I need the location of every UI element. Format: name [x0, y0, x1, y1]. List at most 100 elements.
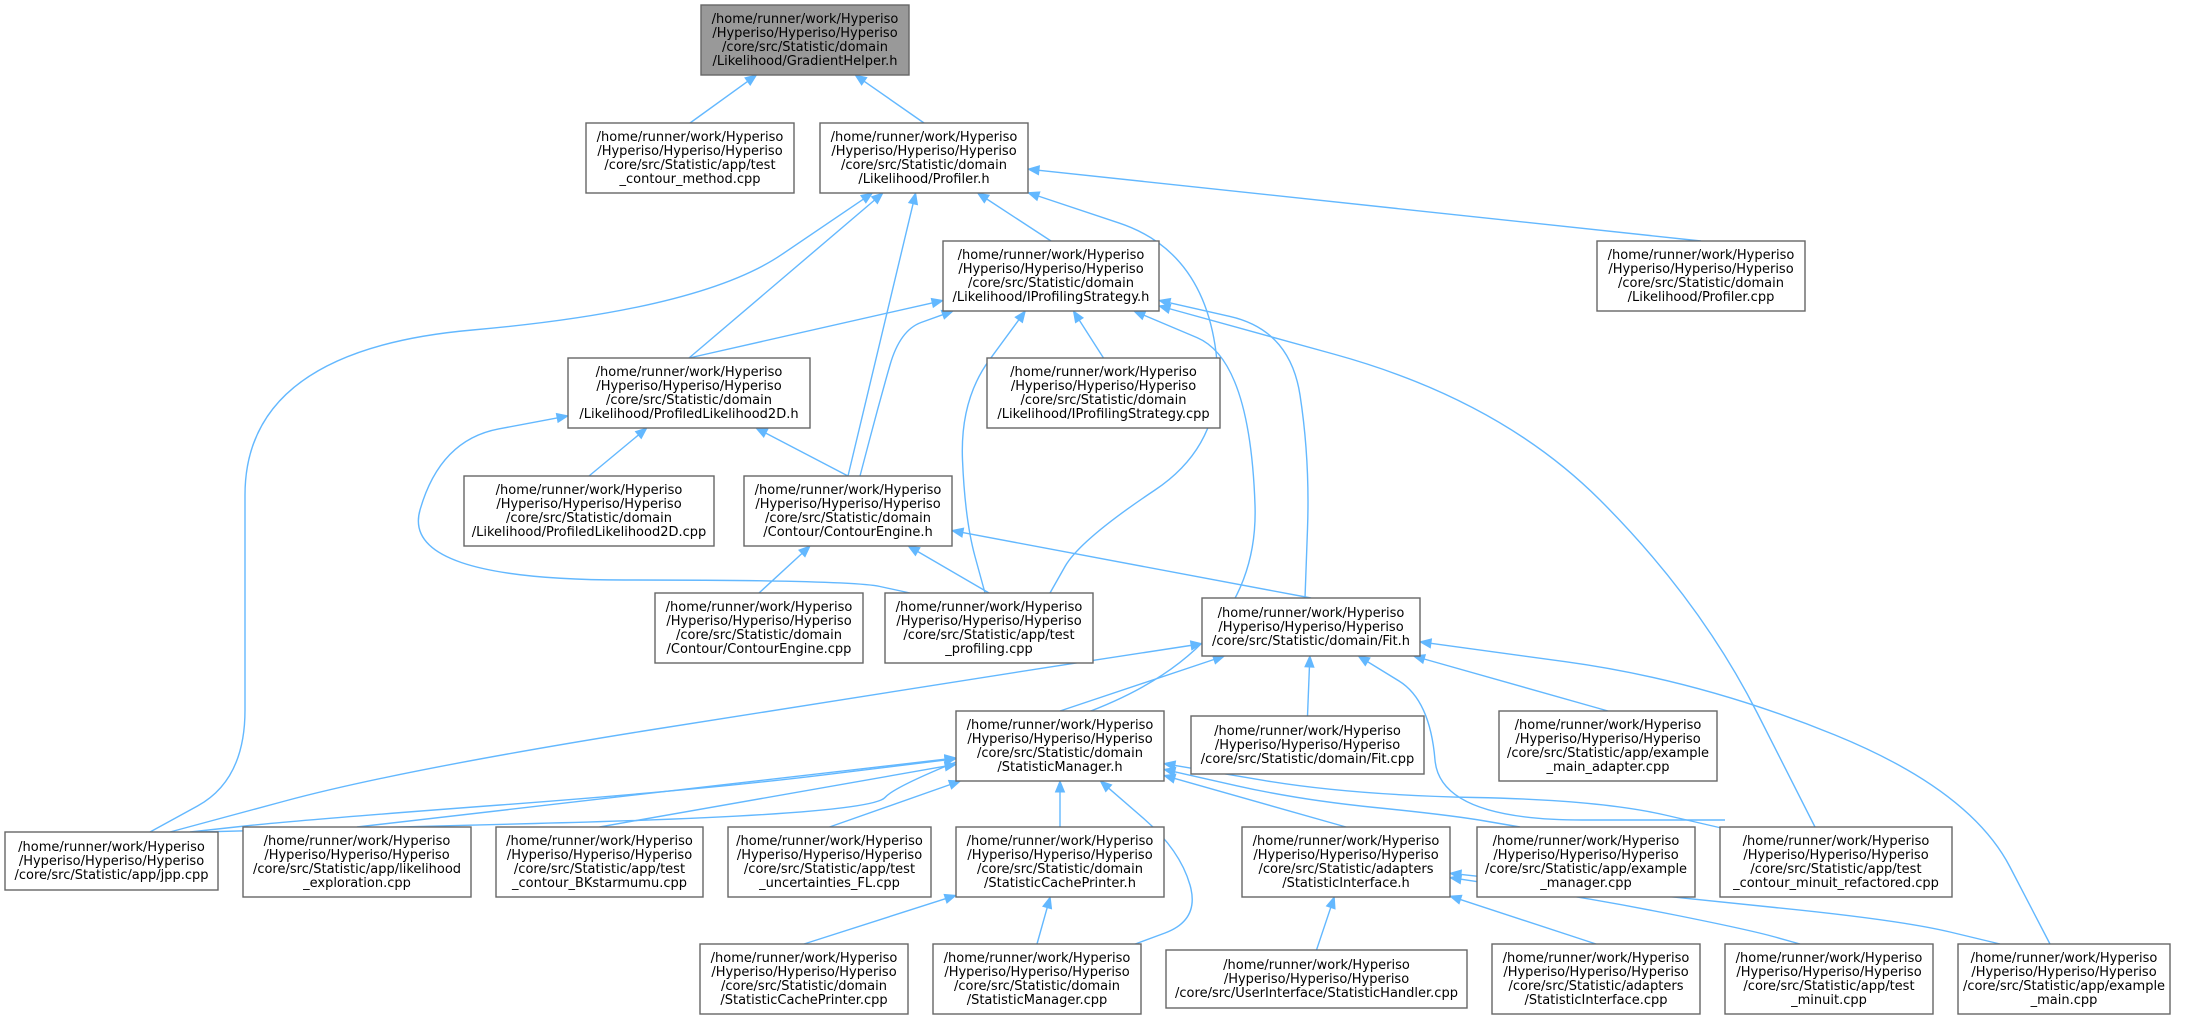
node-label-line: /home/runner/work/Hyperiso [1743, 834, 1930, 849]
node-box [242, 826, 472, 898]
file-node-profiler-h[interactable]: /home/runner/work/Hyperiso/Hyperiso/Hype… [819, 122, 1029, 194]
node-label-line: /core/src/Statistic/domain [1618, 276, 1784, 291]
file-node-test-contour-bkstarmumu-cpp[interactable]: /home/runner/work/Hyperiso/Hyperiso/Hype… [495, 826, 704, 898]
node-label-line: /core/src/Statistic/domain [722, 40, 888, 55]
file-node-statistic-handler-cpp[interactable]: /home/runner/work/Hyperiso/Hyperiso/Hype… [1165, 949, 1468, 1009]
node-label-line: /home/runner/work/Hyperiso [264, 834, 451, 849]
file-node-statistic-interface-h[interactable]: /home/runner/work/Hyperiso/Hyperiso/Hype… [1241, 826, 1451, 898]
node-box [1491, 943, 1701, 1015]
node-box [700, 4, 910, 76]
dependency-edge [765, 432, 849, 477]
file-node-fit-h[interactable]: /home/runner/work/Hyperiso/Hyperiso/Hype… [1201, 597, 1421, 657]
node-label-line: /home/runner/work/Hyperiso [1608, 248, 1795, 263]
node-label-line: /home/runner/work/Hyperiso [711, 951, 898, 966]
node-label-line: /Hyperiso/Hyperiso/Hyperiso [596, 379, 781, 394]
node-label-line: /Hyperiso/Hyperiso/Hyperiso [264, 848, 449, 863]
file-node-test-profiling-cpp[interactable]: /home/runner/work/Hyperiso/Hyperiso/Hype… [884, 592, 1094, 664]
node-box [1165, 949, 1468, 1009]
dependency-edge [1367, 661, 1725, 821]
dependency-edge [1174, 771, 1521, 828]
node-box [1957, 943, 2171, 1015]
node-box [1476, 826, 1696, 898]
file-node-iprofiling-strategy-cpp[interactable]: /home/runner/work/Hyperiso/Hyperiso/Hype… [986, 357, 1221, 429]
node-layer: /home/runner/work/Hyperiso/Hyperiso/Hype… [4, 4, 2171, 1015]
file-node-contour-engine-cpp[interactable]: /home/runner/work/Hyperiso/Hyperiso/Hype… [654, 592, 864, 664]
node-label-line: /StatisticManager.cpp [967, 993, 1108, 1008]
dependency-edge [1108, 787, 1193, 947]
arrowhead [859, 192, 874, 204]
node-label-line: _contour_minuit_refactored.cpp [1732, 876, 1939, 891]
arrowhead [930, 297, 945, 309]
file-node-jpp-cpp[interactable]: /home/runner/work/Hyperiso/Hyperiso/Hype… [4, 831, 219, 891]
node-box [567, 357, 811, 429]
dependency-edge [1315, 907, 1332, 951]
file-node-statistic-cache-printer-h[interactable]: /home/runner/work/Hyperiso/Hyperiso/Hype… [955, 826, 1165, 898]
file-node-statistic-manager-cpp[interactable]: /home/runner/work/Hyperiso/Hyperiso/Hype… [932, 943, 1142, 1015]
dependency-edge [863, 80, 925, 124]
node-label-line: /Hyperiso/Hyperiso/Hyperiso [711, 965, 896, 980]
file-node-iprofiling-strategy-h[interactable]: /home/runner/work/Hyperiso/Hyperiso/Hype… [942, 240, 1160, 312]
file-node-contour-engine-h[interactable]: /home/runner/work/Hyperiso/Hyperiso/Hype… [743, 475, 953, 547]
node-label-line: /Hyperiso/Hyperiso/Hyperiso [666, 614, 851, 629]
dependency-edge [189, 759, 946, 833]
file-node-example-main-adapter-cpp[interactable]: /home/runner/work/Hyperiso/Hyperiso/Hype… [1498, 710, 1718, 782]
file-node-profiled-likelihood-2d-cpp[interactable]: /home/runner/work/Hyperiso/Hyperiso/Hype… [463, 475, 715, 547]
node-label-line: /core/src/Statistic/app/example [1485, 862, 1687, 877]
file-node-statistic-interface-cpp[interactable]: /home/runner/work/Hyperiso/Hyperiso/Hype… [1491, 943, 1701, 1015]
node-box [1596, 240, 1806, 312]
file-node-profiled-likelihood-2d-h[interactable]: /home/runner/work/Hyperiso/Hyperiso/Hype… [567, 357, 811, 429]
file-node-statistic-cache-printer-cpp[interactable]: /home/runner/work/Hyperiso/Hyperiso/Hype… [699, 943, 909, 1015]
file-node-test-contour-method-cpp[interactable]: /home/runner/work/Hyperiso/Hyperiso/Hype… [585, 122, 795, 194]
node-label-line: /core/src/Statistic/domain [721, 979, 887, 994]
file-node-fit-cpp[interactable]: /home/runner/work/Hyperiso/Hyperiso/Hype… [1190, 715, 1425, 775]
node-label-line: /StatisticInterface.cpp [1524, 993, 1667, 1008]
dependency-edge [1169, 302, 1309, 599]
arrowhead [555, 412, 570, 424]
node-label-line: /core/src/Statistic/app/test [1750, 862, 1921, 877]
node-label-line: /home/runner/work/Hyperiso [1223, 958, 1410, 973]
node-label-line: /core/src/Statistic/domain [968, 276, 1134, 291]
arrowhead [1157, 303, 1172, 314]
node-label-line: /core/src/Statistic/domain/Fit.h [1212, 634, 1410, 649]
node-label-line: /Contour/ContourEngine.cpp [667, 642, 852, 657]
node-label-line: /StatisticInterface.h [1282, 876, 1410, 891]
file-node-profiler-cpp[interactable]: /home/runner/work/Hyperiso/Hyperiso/Hype… [1596, 240, 1806, 312]
dependency-edge [1174, 777, 1347, 828]
node-label-line: /Hyperiso/Hyperiso/Hyperiso [1215, 738, 1400, 753]
node-label-line: /Hyperiso/Hyperiso/Hyperiso [1515, 732, 1700, 747]
node-label-line: /core/src/Statistic/app/example [1963, 979, 2165, 994]
node-label-line: _main.cpp [2030, 993, 2098, 1008]
node-label-line: /Likelihood/IProfilingStrategy.h [953, 290, 1150, 305]
node-label-line: /Hyperiso/Hyperiso/Hyperiso [1218, 620, 1403, 635]
arrowhead [1072, 309, 1085, 324]
file-node-statistic-manager-h[interactable]: /home/runner/work/Hyperiso/Hyperiso/Hype… [955, 710, 1165, 782]
dependency-edge [1430, 642, 2051, 945]
node-label-line: /core/src/Statistic/domain [506, 511, 672, 526]
file-node-test-uncertainties-fl-cpp[interactable]: /home/runner/work/Hyperiso/Hyperiso/Hype… [727, 826, 932, 898]
node-label-line: /Contour/ContourEngine.h [763, 525, 933, 540]
dependency-edge [199, 314, 1256, 833]
dependency-edge [803, 898, 946, 945]
node-box [955, 710, 1165, 782]
arrowhead [1026, 165, 1040, 176]
node-label-line: /Hyperiso/Hyperiso/Hyperiso [967, 848, 1152, 863]
file-node-example-manager-cpp[interactable]: /home/runner/work/Hyperiso/Hyperiso/Hype… [1476, 826, 1696, 898]
node-label-line: /core/src/Statistic/app/example [1507, 746, 1709, 761]
file-node-likelihood-exploration-cpp[interactable]: /home/runner/work/Hyperiso/Hyperiso/Hype… [242, 826, 472, 898]
file-node-example-main-cpp[interactable]: /home/runner/work/Hyperiso/Hyperiso/Hype… [1957, 943, 2171, 1015]
file-node-gradient-helper-h[interactable]: /home/runner/work/Hyperiso/Hyperiso/Hype… [700, 4, 910, 76]
node-label-line: /home/runner/work/Hyperiso [18, 840, 205, 855]
node-label-line: /home/runner/work/Hyperiso [712, 12, 899, 27]
file-node-test-contour-minuit-refactored-cpp[interactable]: /home/runner/work/Hyperiso/Hyperiso/Hype… [1719, 826, 1953, 898]
node-label-line: /core/src/UserInterface/StatisticHandler… [1175, 986, 1458, 1001]
dependency-edge [1078, 319, 1105, 359]
node-box [463, 475, 715, 547]
file-node-test-minuit-cpp[interactable]: /home/runner/work/Hyperiso/Hyperiso/Hype… [1724, 943, 1934, 1015]
node-label-line: /core/src/Statistic/app/test [1743, 979, 1914, 994]
dependency-edge [859, 314, 944, 477]
dependency-edge [688, 302, 933, 359]
node-box [884, 592, 1094, 664]
arrowhead [1448, 894, 1463, 905]
node-box [955, 826, 1165, 898]
